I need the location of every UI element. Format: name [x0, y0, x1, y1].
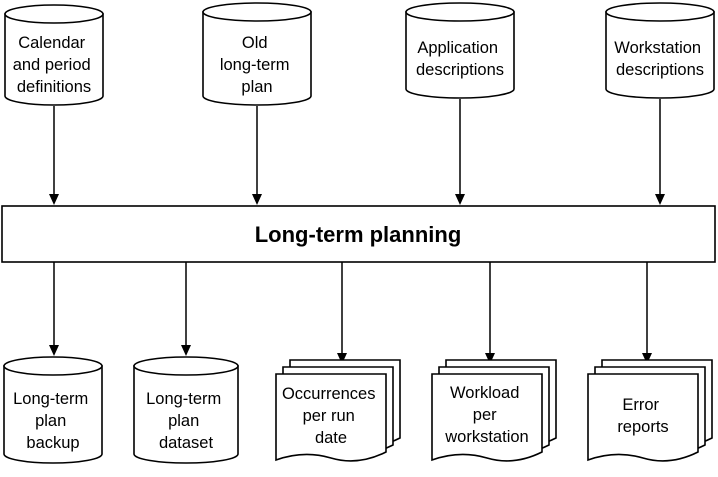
database-cylinder-icon: [3, 365, 103, 464]
document-icon: [431, 373, 543, 462]
output-label-line: Error: [622, 396, 659, 414]
output-label-line: backup: [26, 434, 79, 452]
output-workload-per-workstation: Workload per workstation: [431, 359, 557, 462]
input-label-line: descriptions: [416, 61, 504, 79]
input-label-line: Calendar: [18, 34, 85, 52]
process-box: [1, 205, 716, 263]
arrow-head-icon: [49, 345, 59, 356]
input-label-line: Workstation: [614, 39, 701, 57]
svg-text:Old long-term plan: Old long-term plan: [220, 34, 294, 96]
input-arrows: [49, 99, 665, 205]
svg-text:Workstation descriptions: Workstation descriptions: [614, 39, 705, 79]
input-old-long-term-plan: Old long-term plan: [202, 2, 312, 106]
database-cylinder-icon: [133, 365, 239, 464]
input-label-line: descriptions: [616, 61, 704, 79]
arrow-head-icon: [455, 194, 465, 205]
output-label-line: Workload: [450, 384, 519, 402]
input-label-line: Application: [417, 39, 498, 57]
document-icon: [587, 373, 699, 462]
output-label-line: Long-term: [13, 390, 88, 408]
database-cylinder-top: [133, 356, 239, 376]
database-cylinder-top: [4, 4, 104, 24]
document-icon: [275, 373, 387, 462]
arrow-head-icon: [181, 345, 191, 356]
output-error-reports: Error reports: [587, 359, 713, 462]
database-cylinder-top: [405, 2, 515, 22]
input-label-line: long-term: [220, 56, 290, 74]
input-calendar-and-period-definitions: Calendar and period definitions: [4, 4, 104, 106]
process-long-term-planning: Long-term planning: [1, 205, 716, 263]
input-label-line: definitions: [17, 78, 91, 96]
database-cylinder-icon: [405, 11, 515, 99]
input-application-descriptions: Application descriptions: [405, 2, 515, 99]
output-label-line: plan: [168, 412, 199, 430]
output-label-line: Occurrences: [282, 385, 376, 403]
output-label-line: dataset: [159, 434, 214, 452]
input-label-line: plan: [241, 78, 272, 96]
output-label-line: plan: [35, 412, 66, 430]
database-cylinder-top: [3, 356, 103, 376]
svg-text:Long-term plan bac: Long-term plan backup: [13, 390, 93, 452]
database-cylinder-top: [605, 2, 715, 22]
svg-text:Application descriptions: Application descriptions: [416, 39, 504, 79]
svg-text:Occurrences per run: Occurrences per run date: [282, 385, 380, 447]
database-cylinder-icon: [4, 13, 104, 106]
arrow-head-icon: [337, 353, 347, 364]
process-label: Long-term planning: [255, 222, 462, 247]
output-long-term-plan-dataset: Long-term plan dataset: [133, 356, 239, 464]
svg-text:Workload per works: Workload per workstation: [444, 384, 528, 446]
svg-text:Error reports: Error reports: [617, 396, 668, 436]
arrow-head-icon: [485, 353, 495, 364]
output-long-term-plan-backup: Long-term plan backup: [3, 356, 103, 464]
database-cylinder-icon: [202, 11, 312, 106]
arrow-head-icon: [49, 194, 59, 205]
arrow-head-icon: [655, 194, 665, 205]
arrow-head-icon: [642, 353, 652, 364]
database-cylinder-icon: [605, 11, 715, 99]
output-label-line: per run: [303, 407, 355, 425]
database-cylinder-top: [202, 2, 312, 22]
input-label-line: Old: [242, 34, 268, 52]
output-label-line: reports: [617, 418, 668, 436]
input-label-line: and period: [13, 56, 91, 74]
output-arrows: [49, 262, 652, 364]
output-occurrences-per-run-date: Occurrences per run date: [275, 359, 401, 462]
output-label-line: date: [315, 429, 347, 447]
output-label-line: workstation: [444, 428, 528, 446]
output-label-line: Long-term: [146, 390, 221, 408]
output-label-line: per: [473, 406, 497, 424]
input-workstation-descriptions: Workstation descriptions: [605, 2, 715, 99]
svg-text:Calendar and period: Calendar and period definitions: [13, 34, 96, 96]
svg-text:Long-term plan dat: Long-term plan dataset: [146, 390, 226, 452]
arrow-head-icon: [252, 194, 262, 205]
